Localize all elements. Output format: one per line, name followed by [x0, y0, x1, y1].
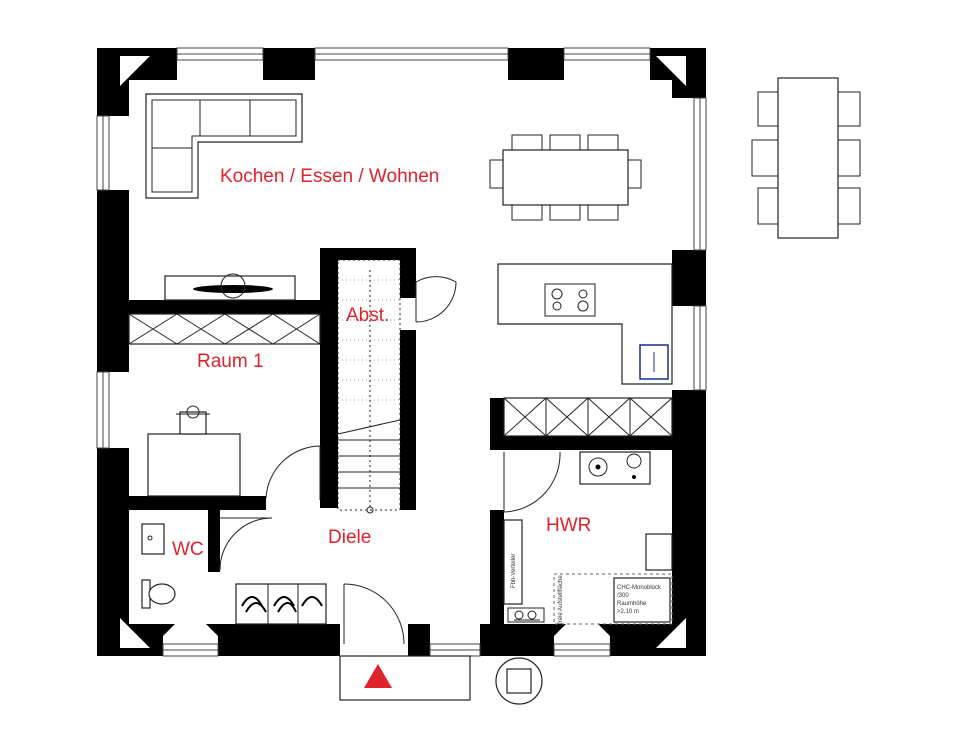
entrance-arrow-icon — [364, 664, 392, 688]
interior-walls — [129, 248, 672, 624]
sofa — [145, 93, 303, 199]
desk — [147, 405, 241, 497]
kitchen-counter — [497, 263, 673, 385]
tv-bench — [164, 273, 296, 301]
room-label-room1: Raum 1 — [197, 351, 264, 372]
free-setup-area-label: freie Aufstellfläche — [558, 575, 564, 624]
dining-table — [489, 134, 642, 221]
heating-distributor-label: Fbh-Verteiler — [511, 554, 517, 588]
washbasin-icon — [141, 523, 165, 555]
wc-fixtures — [141, 523, 176, 609]
boiler-label-1: CHC-Monoblock — [617, 585, 662, 591]
entrance — [339, 655, 471, 701]
outer-walls — [97, 48, 706, 656]
boiler-label-4: >2,10 m — [617, 609, 639, 615]
room-label-utility: HWR — [546, 515, 591, 536]
hall-wardrobe — [235, 583, 327, 625]
boiler-label-2: /300 — [617, 593, 629, 599]
stove-icon — [588, 453, 642, 479]
kitchen-cabinets — [503, 397, 673, 437]
room-label-storage: Abst. — [346, 305, 389, 326]
room-label-hall: Diele — [328, 527, 371, 548]
windows — [96, 47, 707, 657]
toilet-icon — [141, 579, 176, 609]
hwr-fixtures: Fbh-Verteiler freie Aufstellfläche CHC-M… — [503, 451, 673, 625]
room-label-living: Kochen / Essen / Wohnen — [220, 166, 439, 187]
terrace-table — [751, 77, 861, 239]
staircase — [337, 259, 401, 514]
boiler-label-3: Raumhöhe — [617, 601, 647, 607]
room-label-wc: WC — [172, 539, 204, 560]
chimney-icon — [495, 657, 543, 705]
doors — [219, 276, 561, 645]
wardrobe — [128, 313, 321, 345]
